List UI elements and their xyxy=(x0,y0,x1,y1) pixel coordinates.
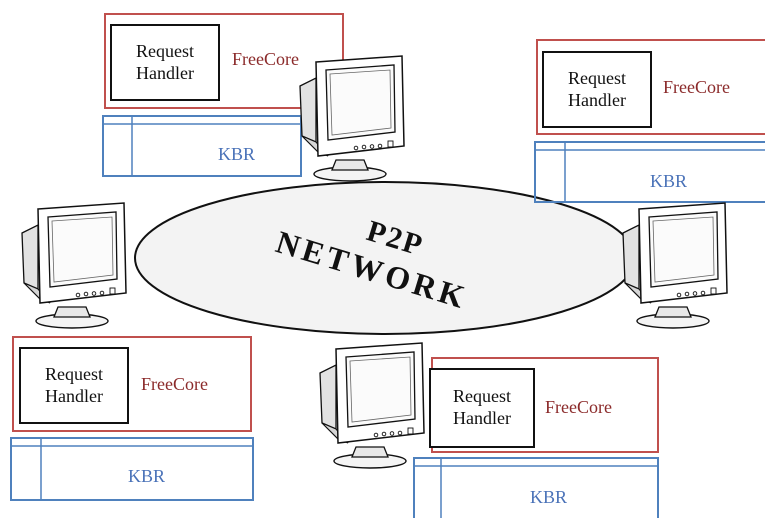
node-bottom-right xyxy=(413,357,659,518)
freecore-box xyxy=(536,39,765,135)
request-handler-label: Request Handler xyxy=(136,41,194,83)
kbr-label: KBR xyxy=(218,144,256,164)
freecore-label: FreeCore xyxy=(663,77,730,97)
freecore-box xyxy=(12,336,252,432)
kbr-box xyxy=(10,437,254,501)
request-handler-label: Request Handler xyxy=(45,364,103,406)
request-handler-box xyxy=(19,347,129,424)
kbr-box xyxy=(102,115,302,177)
node-bottom-left xyxy=(10,336,254,501)
crt-monitor-icon xyxy=(319,342,425,469)
freecore-label: FreeCore xyxy=(545,397,612,417)
crt-monitor-icon xyxy=(299,55,405,182)
kbr-label: KBR xyxy=(650,171,688,191)
request-handler-box xyxy=(110,24,220,101)
request-handler-box xyxy=(542,51,652,128)
kbr-label: KBR xyxy=(128,466,166,486)
crt-monitor-icon xyxy=(622,202,728,329)
node-top-left xyxy=(102,13,344,177)
request-handler-box xyxy=(429,368,535,448)
kbr-label: KBR xyxy=(530,487,568,507)
request-handler-label: Request Handler xyxy=(453,386,511,428)
crt-monitor-icon xyxy=(21,202,127,329)
node-top-right xyxy=(534,39,765,203)
kbr-box xyxy=(413,457,659,518)
freecore-label: FreeCore xyxy=(141,374,208,394)
freecore-label: FreeCore xyxy=(232,49,299,69)
request-handler-label: Request Handler xyxy=(568,68,626,110)
kbr-box xyxy=(534,141,765,203)
